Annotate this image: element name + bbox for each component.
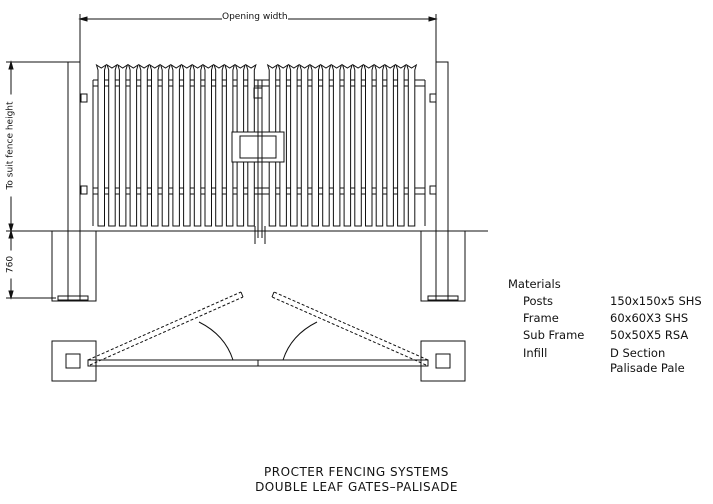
palisade-pale	[384, 63, 396, 227]
palisade-pale	[213, 63, 225, 227]
palisade-pale	[309, 63, 321, 227]
palisade-pale	[202, 63, 214, 227]
material-label-infill: Infill	[523, 346, 548, 360]
palisade-pale	[95, 63, 107, 227]
palisade-pale	[288, 63, 300, 227]
material-value-posts: 150x150x5 SHS	[610, 294, 702, 308]
palisade-pale	[320, 63, 332, 227]
palisade-pale	[117, 63, 129, 227]
right-swing-arc	[282, 321, 318, 361]
right-foundation	[420, 230, 466, 302]
palisade-pale	[170, 63, 182, 227]
palisade-pale	[363, 63, 375, 227]
palisade-pale	[395, 63, 407, 227]
plan-view	[51, 291, 466, 382]
material-value-infill: D Section	[610, 346, 666, 360]
palisade-pale	[224, 63, 236, 227]
right-post	[435, 61, 449, 301]
material-label-sub-frame: Sub Frame	[523, 328, 585, 342]
palisade-pale	[298, 63, 311, 227]
title-line-1: PROCTER FENCING SYSTEMS	[264, 465, 449, 479]
material-value-sub-frame: 50x50X5 RSA	[610, 328, 689, 342]
material-label-frame: Frame	[523, 311, 559, 325]
palisade-pale	[181, 63, 193, 227]
palisade-pale	[373, 63, 386, 227]
palisade-pale	[149, 63, 161, 227]
palisade-pale	[405, 63, 418, 227]
title-line-2: DOUBLE LEAF GATES–PALISADE	[255, 480, 458, 494]
material-label-posts: Posts	[523, 294, 554, 308]
palisade-pale	[127, 63, 139, 227]
palisade-pale	[341, 63, 353, 227]
material-value-infill-2: Palisade Pale	[610, 361, 685, 375]
palisade-pale	[106, 63, 118, 227]
left-swing-arc	[198, 321, 234, 361]
palisade-pale	[191, 63, 204, 227]
left-plan-footing	[51, 340, 97, 382]
left-post	[67, 61, 81, 301]
palisade-pale	[138, 63, 150, 227]
palisade-pale	[331, 63, 343, 227]
palisade-pale	[159, 63, 172, 227]
foundation-depth-label: 760	[5, 250, 17, 279]
opening-width-label: Opening width	[222, 12, 288, 23]
materials-heading: Materials	[508, 277, 561, 291]
right-plan-footing	[420, 340, 466, 382]
palisade-pale	[352, 63, 364, 227]
material-value-frame: 60x60X3 SHS	[610, 311, 689, 325]
fence-height-label: To suit fence height	[5, 94, 17, 197]
left-foundation	[51, 230, 97, 302]
front-elevation	[6, 14, 488, 302]
